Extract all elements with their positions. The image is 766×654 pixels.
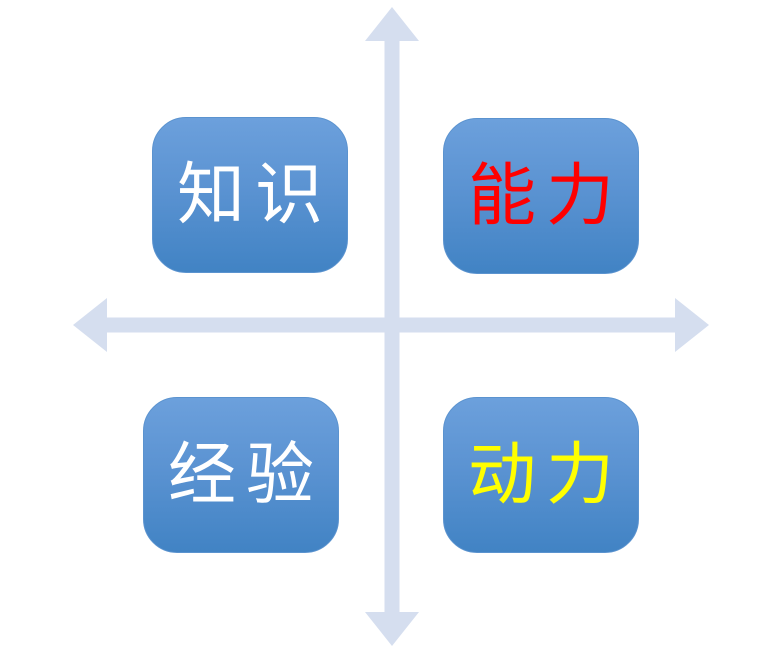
quadrant-label-experience: 经验	[167, 437, 324, 513]
quadrant-label-motivation: 动力	[467, 437, 624, 513]
quadrant-box-bottom-right: 动力	[443, 397, 639, 553]
quadrant-box-top-right: 能力	[443, 118, 639, 274]
horizontal-axis-arrow-icon	[73, 298, 709, 352]
quadrant-box-top-left: 知识	[152, 117, 348, 273]
quadrant-label-knowledge: 知识	[176, 157, 333, 233]
quadrant-label-ability: 能力	[467, 158, 624, 234]
quadrant-box-bottom-left: 经验	[143, 397, 339, 553]
